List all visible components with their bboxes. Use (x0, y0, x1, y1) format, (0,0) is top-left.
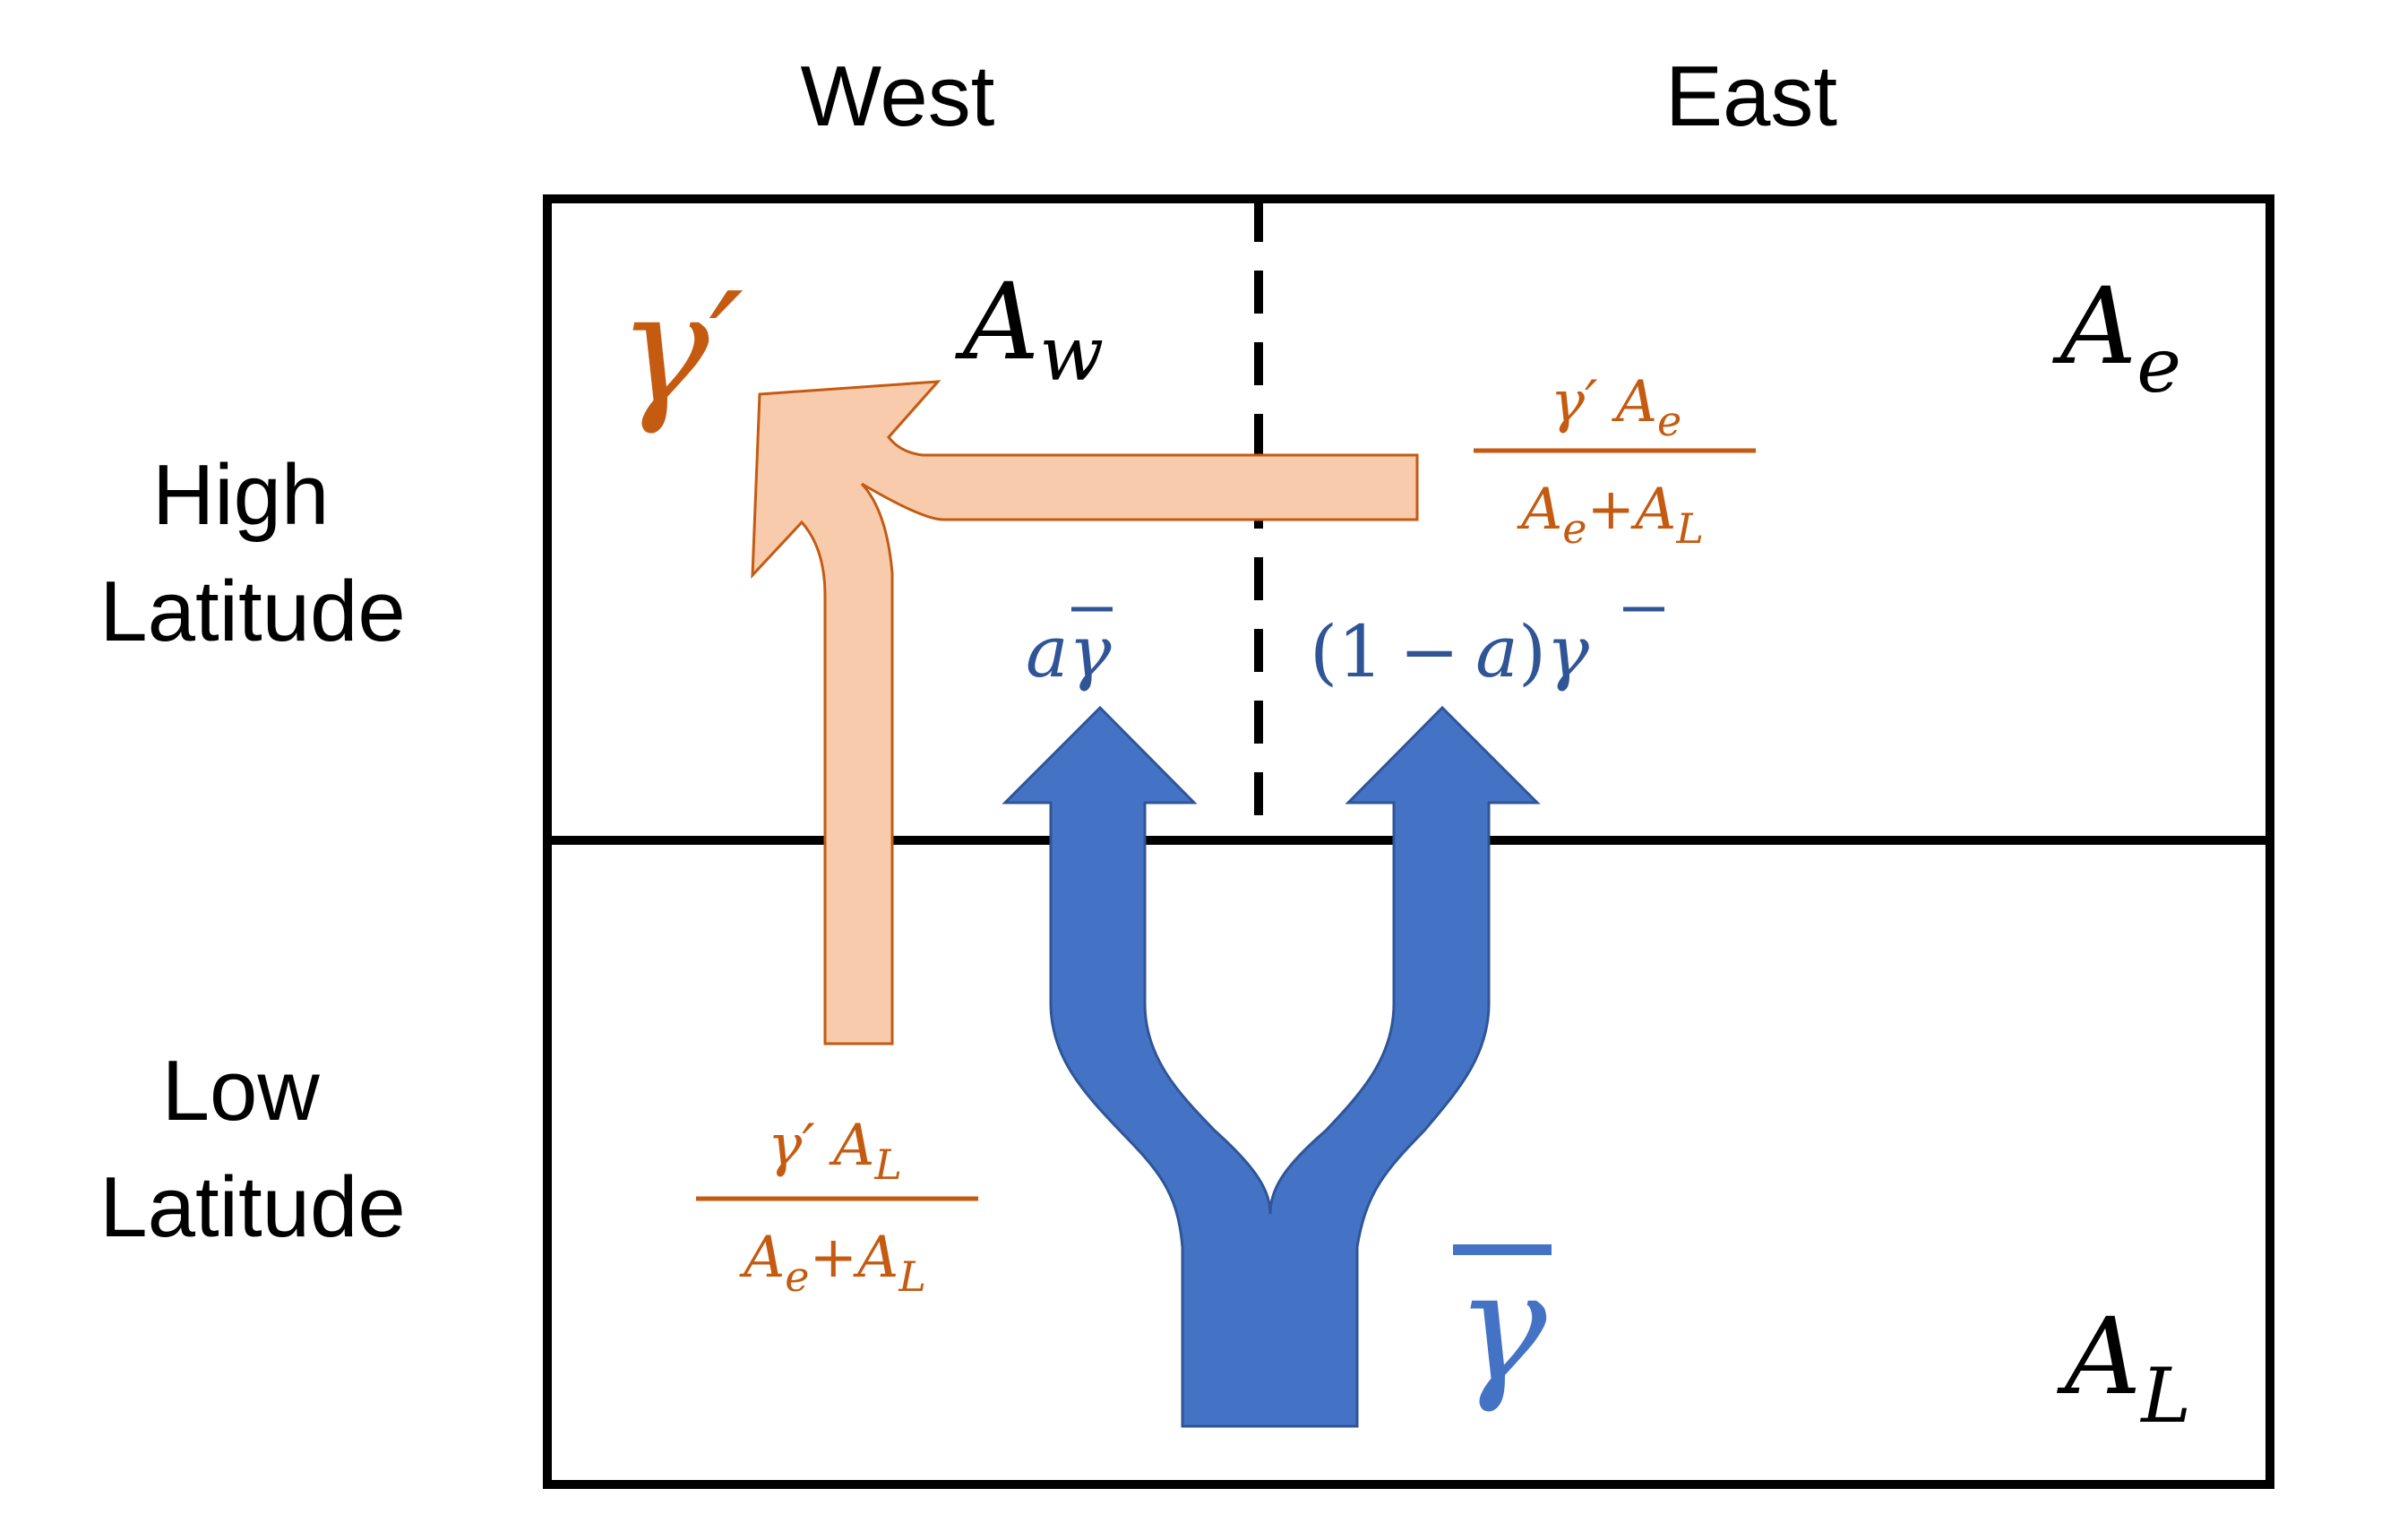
east-branch-text: (1−a)γ (1310, 610, 1589, 693)
low-flux-den-a: A (739, 1225, 785, 1291)
row-label-high-line2: Latitude (99, 564, 406, 659)
region-west-high-base: A (955, 260, 1039, 383)
low-flux-den-b-sub: L (898, 1252, 926, 1301)
row-label-high: High Latitude (99, 447, 406, 659)
east-flux-numerator: γ′ Ae (1551, 369, 1682, 445)
east-flux-den-op: + (1587, 477, 1636, 543)
low-flux-den-op: + (810, 1225, 858, 1291)
east-flux-num-space (1597, 369, 1615, 435)
row-label-low-line2: Latitude (99, 1159, 406, 1255)
east-branch-open: (1 (1310, 610, 1383, 693)
region-label-east-high: Ae (2052, 264, 2181, 409)
orange-overturning-arrow (751, 380, 1419, 1045)
low-flux-den-b: A (853, 1225, 898, 1291)
east-branch-minus: − (1399, 610, 1459, 693)
low-flux-fraction: γ′ AL Ae+AL (696, 1113, 978, 1301)
east-flux-num-symbol: γ′ (1551, 369, 1598, 435)
east-branch-var: a (1475, 610, 1518, 693)
east-flux-den-b: A (1630, 477, 1676, 543)
low-flux-num-sub: L (873, 1140, 902, 1189)
region-east-high-base: A (2052, 264, 2136, 388)
region-low-sub: L (2139, 1352, 2191, 1440)
low-flux-den-a-sub: e (785, 1252, 809, 1301)
west-branch-coef: a (1026, 610, 1069, 693)
region-low-base: A (2057, 1295, 2141, 1418)
east-flux-denominator: Ae+AL (1517, 477, 1704, 553)
east-branch-close: ) (1518, 610, 1546, 693)
region-east-high-sub: e (2136, 322, 2181, 409)
east-flux-fraction: γ′ Ae Ae+AL (1474, 369, 1756, 553)
blue-gamma-bar-label: γ (1453, 1239, 1552, 1416)
row-label-high-line1: High (152, 447, 329, 543)
region-label-west-high: Aw (955, 260, 1104, 398)
blue-gamma-symbol: γ (1456, 1239, 1547, 1416)
west-branch-text: aγ (1026, 610, 1112, 693)
region-west-high-sub: w (1039, 310, 1104, 398)
east-flux-den-b-sub: L (1675, 504, 1704, 553)
east-branch-gamma: γ (1546, 610, 1589, 693)
low-flux-num-base: A (829, 1113, 874, 1179)
row-label-low-line1: Low (162, 1043, 321, 1139)
column-header-west: West (801, 48, 995, 144)
low-flux-numerator: γ′ AL (768, 1113, 902, 1189)
row-label-low: Low Latitude (99, 1043, 406, 1255)
east-flux-den-a-sub: e (1562, 504, 1586, 553)
low-flux-num-symbol: γ′ (768, 1113, 815, 1179)
orange-gamma-prime-label: γ′ (618, 261, 744, 438)
west-branch-label: aγ (1026, 607, 1113, 693)
blue-mean-flow-arrow (1002, 705, 1541, 1428)
east-branch-label: (1−a)γ (1310, 607, 1664, 693)
region-label-low: AL (2057, 1295, 2191, 1440)
low-flux-denominator: Ae+AL (739, 1225, 926, 1301)
east-flux-num-sub: e (1657, 397, 1681, 445)
low-flux-num-space (815, 1113, 833, 1179)
west-branch-gamma: γ (1069, 610, 1112, 693)
column-header-east: East (1665, 48, 1837, 144)
east-flux-den-a: A (1517, 477, 1562, 543)
east-flux-num-base: A (1612, 369, 1657, 435)
